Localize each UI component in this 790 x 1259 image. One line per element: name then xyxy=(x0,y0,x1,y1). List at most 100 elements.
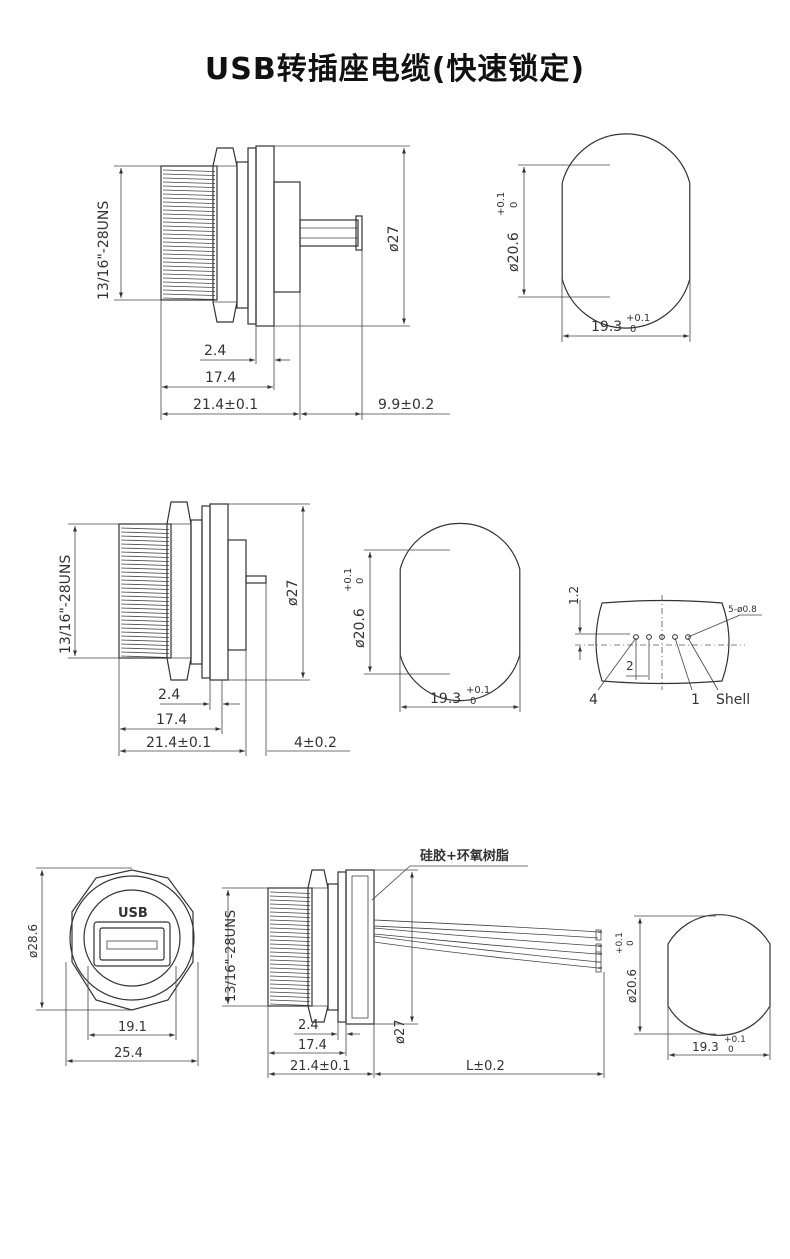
thread-line xyxy=(269,947,311,950)
thread-line xyxy=(162,229,216,232)
drawing3-cutout-width-tol-low: 0 xyxy=(728,1045,734,1055)
drawing2-panel-cutout: ø20.6 +0.1 0 19.3 +0.1 0 xyxy=(343,522,521,712)
thread-line xyxy=(269,975,311,978)
thread-line xyxy=(120,607,170,610)
thread-line xyxy=(120,619,170,622)
thread-line xyxy=(269,983,311,986)
thread-line xyxy=(120,579,170,582)
thread-line xyxy=(162,225,216,228)
thread-line xyxy=(120,627,170,630)
thread-line xyxy=(120,575,170,578)
thread-line xyxy=(269,999,311,1002)
thread-line xyxy=(120,591,170,594)
drawing2-dim-2-4: 2.4 xyxy=(158,687,180,703)
drawing3-outer-diameter: ø28.6 xyxy=(26,924,40,958)
thread-line xyxy=(162,281,216,284)
drawing3-dim-17-4: 17.4 xyxy=(298,1038,327,1053)
thread-line xyxy=(162,173,216,176)
thread-line xyxy=(120,563,170,566)
thread-line xyxy=(162,177,216,180)
thread-line xyxy=(162,273,216,276)
thread-line xyxy=(269,955,311,958)
thread-line xyxy=(269,1003,311,1006)
drawing3-cutout-diameter-tol-up: +0.1 xyxy=(615,932,625,954)
thread-line xyxy=(120,611,170,614)
thread-line xyxy=(162,261,216,264)
drawing2-cutout-width-tol-up: +0.1 xyxy=(466,685,490,696)
thread-line xyxy=(120,603,170,606)
thread-line xyxy=(162,185,216,188)
thread-line xyxy=(162,197,216,200)
pin-hole xyxy=(672,634,678,640)
thread-line xyxy=(269,903,311,906)
thread-line xyxy=(162,293,216,296)
drawing3-cutout-width: 19.3 xyxy=(692,1040,719,1054)
pin-hole xyxy=(659,634,665,640)
thread-line xyxy=(269,899,311,902)
drawing2-dim-17-4: 17.4 xyxy=(156,712,187,728)
thread-line xyxy=(269,971,311,974)
thread-line xyxy=(162,277,216,280)
drawing3-dim-2-4: 2.4 xyxy=(298,1018,319,1033)
thread-line xyxy=(120,543,170,546)
thread-line xyxy=(120,547,170,550)
thread-line xyxy=(120,615,170,618)
thread-line xyxy=(162,241,216,244)
drawing1-cutout-width-tol-up: +0.1 xyxy=(626,313,650,324)
drawing2-side-view: 13/16"-28UNS ø27 2.4 17.4 21.4±0.1 4±0.2 xyxy=(58,501,350,756)
thread-line xyxy=(269,891,311,894)
thread-line xyxy=(269,931,311,934)
drawing2-cutout-diameter-tol-low: 0 xyxy=(355,578,366,584)
drawing1-dim-21-4: 21.4±0.1 xyxy=(193,397,258,413)
thread-line xyxy=(162,233,216,236)
drawing2-cutout-width: 19.3 xyxy=(430,691,461,707)
pin-hole xyxy=(685,634,691,640)
drawing3-panel-cutout: ø20.6 +0.1 0 19.3 +0.1 0 xyxy=(615,914,771,1060)
pinout-dim-1-2: 1.2 xyxy=(567,586,581,605)
thread-line xyxy=(120,599,170,602)
drawing3-width-19-1: 19.1 xyxy=(118,1020,147,1035)
thread-line xyxy=(269,991,311,994)
pin-hole xyxy=(633,634,639,640)
thread-line xyxy=(120,635,170,638)
thread-line xyxy=(269,951,311,954)
usb-logo-text: USB xyxy=(118,906,148,921)
thread-line xyxy=(269,919,311,922)
thread-line xyxy=(162,209,216,212)
drawing1-dim-17-4: 17.4 xyxy=(205,370,236,386)
drawing2-dim-21-4: 21.4±0.1 xyxy=(146,735,211,751)
thread-line xyxy=(162,193,216,196)
pinout-pin-diameter: 5-ø0.8 xyxy=(728,605,757,615)
pinout-pin-1-label: 1 xyxy=(691,692,700,708)
thread-line xyxy=(269,935,311,938)
thread-line xyxy=(120,539,170,542)
thread-line xyxy=(120,559,170,562)
drawing2-flange-diameter: ø27 xyxy=(285,580,301,606)
drawing1-thread-label: 13/16"-28UNS xyxy=(96,201,112,300)
material-callout: 硅胶+环氧树脂 xyxy=(420,848,509,864)
thread-line xyxy=(120,631,170,634)
thread-line xyxy=(269,943,311,946)
drawing1-cutout-diameter: ø20.6 xyxy=(506,232,522,272)
pinout-pins xyxy=(633,634,691,640)
drawing3-thread-label: 13/16"-28UNS xyxy=(224,910,239,1002)
drawing2-cutout-width-tol-low: 0 xyxy=(470,696,476,707)
drawing1-cutout-diameter-tol-up: +0.1 xyxy=(496,192,507,216)
thread-line xyxy=(162,237,216,240)
thread-line xyxy=(162,217,216,220)
thread-line xyxy=(162,205,216,208)
thread-line xyxy=(162,189,216,192)
thread-line xyxy=(120,639,170,642)
thread-line xyxy=(269,927,311,930)
drawing3-side-view: 硅胶+环氧树脂 13/16"-28UNS ø27 2.4 17.4 21.4±0… xyxy=(222,848,605,1078)
drawing3-dim-21-4: 21.4±0.1 xyxy=(290,1059,351,1074)
pinout-pin-4-label: 4 xyxy=(589,692,598,708)
drawing3-cutout-diameter-tol-low: 0 xyxy=(626,940,636,946)
drawing3-flange-diameter: ø27 xyxy=(393,1020,408,1045)
thread-line xyxy=(162,257,216,260)
thread-line xyxy=(120,651,170,654)
drawing2-dim-4: 4±0.2 xyxy=(294,735,337,751)
drawing1-cutout-width: 19.3 xyxy=(591,319,622,335)
